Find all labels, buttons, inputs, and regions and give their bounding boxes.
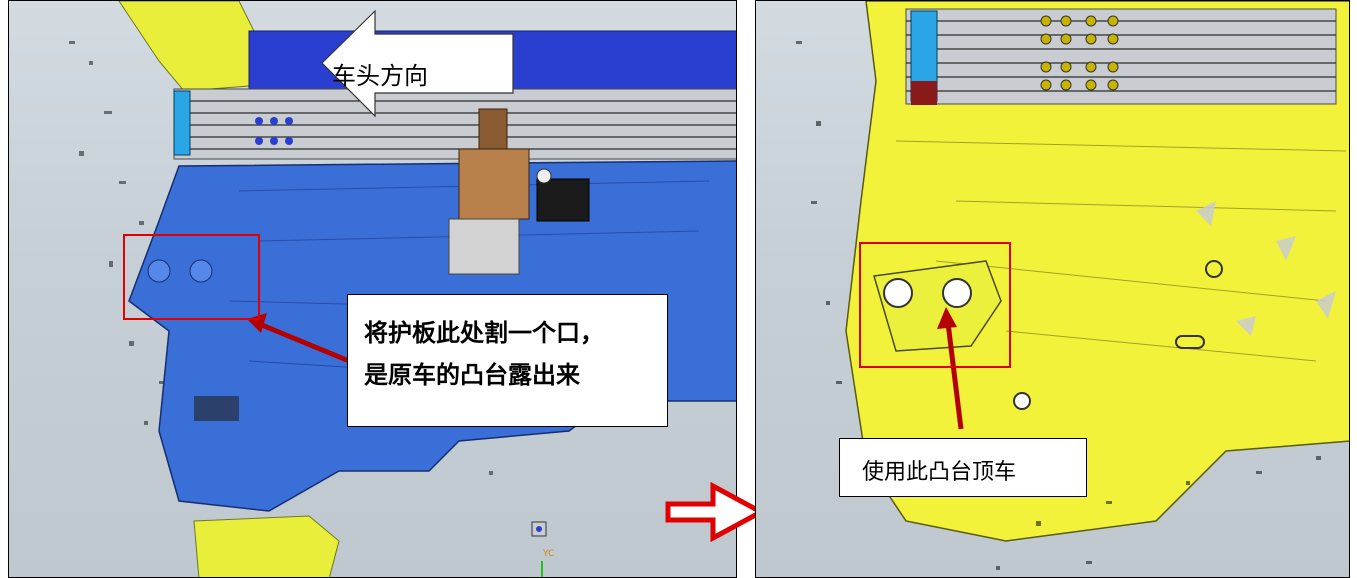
beam-lines: [174, 100, 736, 150]
beam-lines-right: [906, 20, 1336, 92]
beam-bolts: [255, 117, 293, 145]
callout-right: 使用此凸台顶车: [839, 438, 1087, 497]
boss-hole-1: [147, 259, 171, 283]
beam-bolts-right: [1040, 15, 1119, 91]
lower-bolt: [1013, 392, 1031, 410]
yellow-body: [845, 1, 1349, 542]
callout-left-line2: 是原车的凸台露出来: [364, 361, 580, 389]
motor-cap: [536, 168, 552, 184]
yellow-plate-top: [118, 1, 260, 92]
right-cad-view: 使用此凸台顶车: [755, 0, 1350, 578]
highlight-box-right: [859, 242, 1011, 368]
left-cad-view: 车头方向 将护板此处割一个口， 是原车的凸台露出来 YC: [8, 0, 737, 578]
pointer-arrow-shaft: [256, 320, 350, 364]
pointer-arrow-right-shaft: [945, 322, 964, 430]
boss-hole-2: [189, 259, 213, 283]
body-hole: [1205, 260, 1223, 278]
mechanism-bracket: [448, 218, 520, 275]
red-end-cap: [911, 81, 937, 105]
callout-left: 将护板此处割一个口， 是原车的凸台露出来: [347, 294, 668, 427]
direction-arrow-label: 车头方向: [332, 62, 428, 90]
body-slot: [1175, 335, 1205, 349]
callout-right-label: 使用此凸台顶车: [862, 460, 1017, 485]
callout-left-line1: 将护板此处割一个口，: [364, 319, 604, 347]
axis-triad-dot: [536, 526, 542, 532]
pointer-arrow-right-head: [937, 307, 957, 329]
body-contours-right: [895, 140, 1347, 362]
axis-label: YC: [543, 549, 555, 559]
transition-arrow: [665, 482, 765, 542]
scan-noise-right: [796, 41, 1321, 570]
grey-beam-right: [905, 8, 1337, 105]
mechanism-body: [458, 148, 530, 220]
right-scene-drawing: [796, 1, 1349, 570]
motor-block: [536, 178, 590, 222]
boss-hole-right: [942, 278, 972, 308]
scan-gap: [194, 396, 239, 421]
direction-arrow: [321, 9, 514, 118]
yellow-part-bottom: [193, 515, 340, 577]
mechanism-column: [478, 108, 508, 150]
boss-hole-left: [883, 278, 913, 308]
highlight-box-left: [123, 234, 260, 320]
blue-end-cap: [173, 90, 191, 156]
body-gaps: [1196, 201, 1336, 336]
